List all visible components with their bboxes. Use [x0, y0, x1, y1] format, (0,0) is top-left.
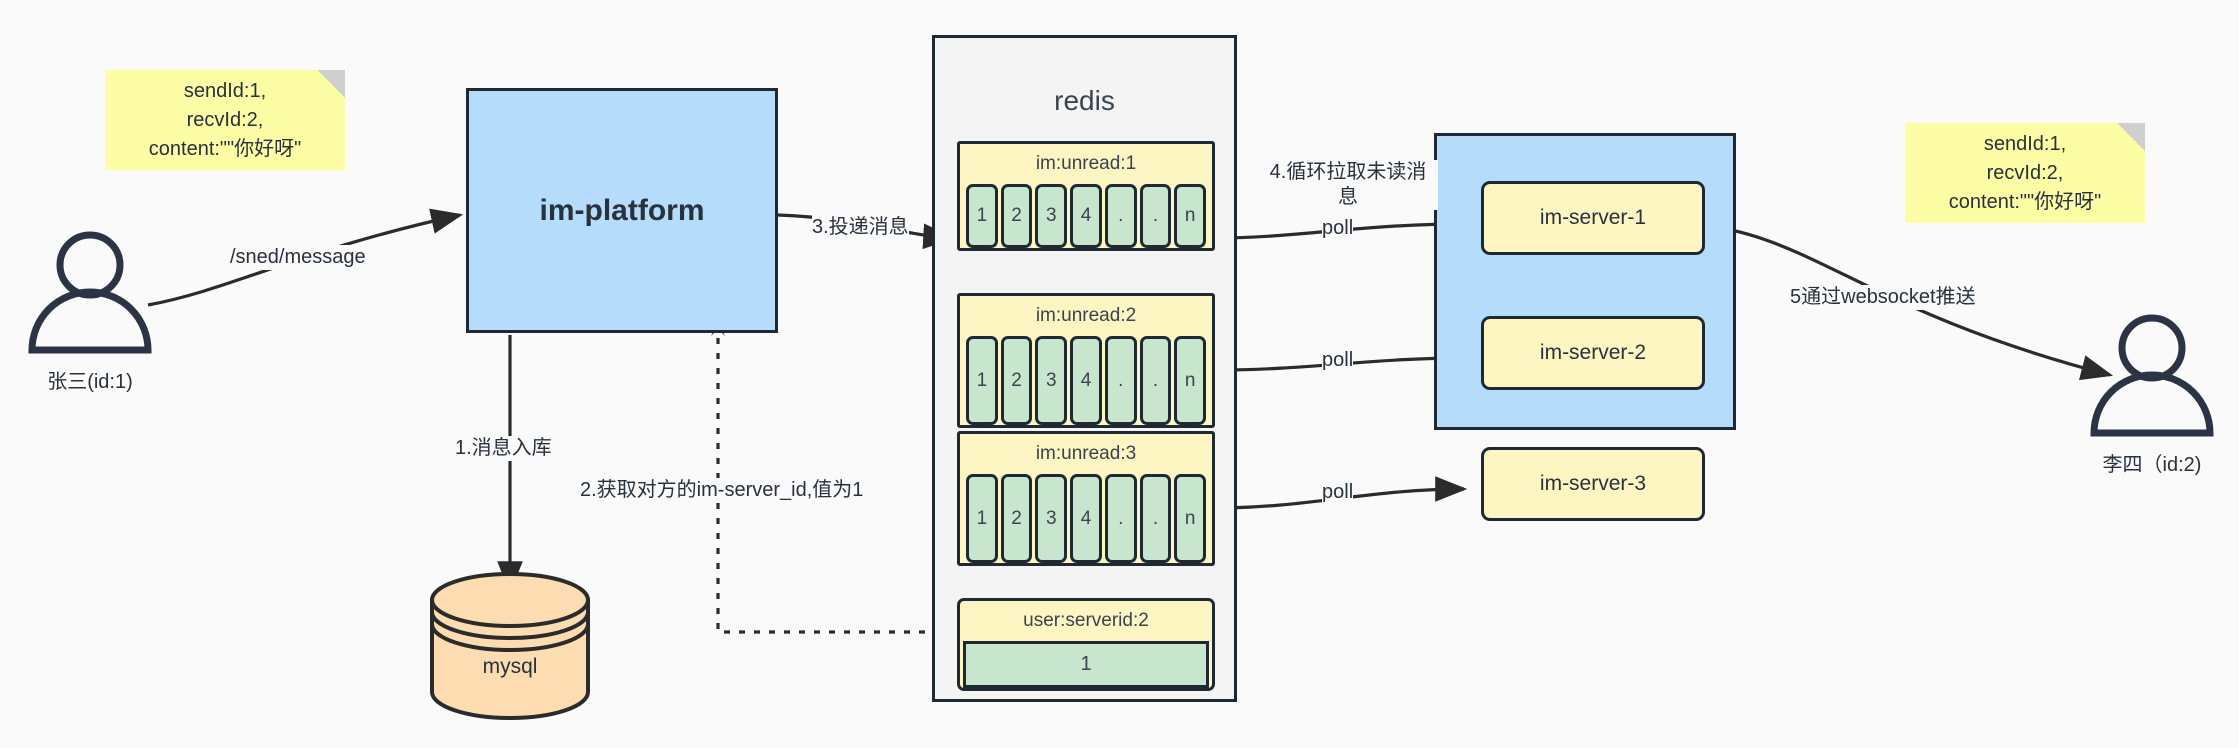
edge-label-send-message: /sned/message [230, 245, 366, 270]
im-server-3-label: im-server-3 [1539, 472, 1647, 495]
list-cell: 2 [1000, 474, 1033, 563]
actor-sender-label: 张三(id:1) [47, 371, 133, 393]
note-fold-icon [317, 70, 345, 98]
redis-key-name-1: im:unread:1 [1035, 153, 1137, 174]
edge-label-poll-1: poll [1322, 216, 1354, 241]
redis-key-group-3[interactable]: im:unread:3 1 2 3 4 . . n [957, 431, 1215, 566]
redis-container: redis im:unread:1 1 2 3 4 . . n im:unrea… [932, 35, 1237, 702]
list-cell: 2 [1000, 184, 1033, 248]
im-server-2-box[interactable]: im-server-2 [1481, 316, 1705, 390]
note-right-text: sendId:1, recvId:2, content:""你好呀" [1948, 132, 2102, 213]
list-cell: . [1139, 184, 1172, 248]
list-cell: n [1174, 474, 1207, 563]
redis-key-name-2: im:unread:2 [1035, 305, 1137, 326]
im-server-3-box[interactable]: im-server-3 [1481, 447, 1705, 521]
redis-key-group-1[interactable]: im:unread:1 1 2 3 4 . . n [957, 141, 1215, 251]
im-server-2-label: im-server-2 [1539, 341, 1647, 364]
im-server-cluster: im-server-1 im-server-2 im-server-3 [1434, 133, 1736, 521]
mysql-cylinder [430, 572, 590, 720]
list-cell: 4 [1070, 336, 1102, 425]
edge-label-get-serverid: 2.获取对方的im-server_id,值为1 [580, 478, 864, 503]
list-cell: n [1174, 336, 1207, 425]
im-platform-label: im-platform [539, 193, 705, 227]
redis-kv-block[interactable]: user:serverid:2 1 [957, 598, 1215, 691]
list-cell: . [1104, 184, 1137, 248]
redis-kv-name: user:serverid:2 [1023, 610, 1149, 631]
redis-list-3: 1 2 3 4 . . n [963, 474, 1209, 563]
actor-receiver-icon [2090, 314, 2214, 437]
note-left-text: sendId:1, recvId:2, content:""你好呀" [148, 79, 302, 160]
list-cell: n [1174, 184, 1207, 248]
actor-receiver-label: 李四（id:2) [2102, 454, 2202, 476]
im-server-1-label: im-server-1 [1539, 206, 1647, 229]
list-cell: 1 [966, 336, 998, 425]
actor-sender-icon [28, 231, 152, 354]
im-server-1-box[interactable]: im-server-1 [1481, 181, 1705, 255]
im-platform-box[interactable]: im-platform [466, 88, 778, 333]
arrow-get-serverid [716, 320, 955, 634]
note-left: sendId:1, recvId:2, content:""你好呀" [105, 70, 345, 170]
list-cell: . [1139, 336, 1172, 425]
redis-kv-value: 1 [963, 641, 1209, 688]
list-cell: 3 [1035, 336, 1068, 425]
redis-title: redis [1054, 85, 1115, 116]
edge-label-store-message: 1.消息入库 [455, 436, 552, 461]
redis-list-1: 1 2 3 4 . . n [963, 184, 1209, 248]
redis-key-group-2[interactable]: im:unread:2 1 2 3 4 . . n [957, 293, 1215, 428]
redis-key-name-3: im:unread:3 [1035, 443, 1137, 464]
list-cell: 3 [1035, 474, 1068, 563]
note-right: sendId:1, recvId:2, content:""你好呀" [1905, 123, 2145, 223]
list-cell: 1 [966, 184, 998, 248]
edge-label-poll-3: poll [1322, 480, 1354, 505]
list-cell: 2 [1000, 336, 1033, 425]
list-cell: . [1104, 336, 1137, 425]
edge-label-poll-2: poll [1322, 348, 1354, 373]
list-cell: . [1104, 474, 1137, 563]
note-fold-icon [2117, 123, 2145, 151]
redis-list-2: 1 2 3 4 . . n [963, 336, 1209, 425]
list-cell: 4 [1070, 474, 1102, 563]
list-cell: 3 [1035, 184, 1068, 248]
mysql-label: mysql [482, 655, 538, 678]
edge-label-deliver-message: 3.投递消息 [812, 215, 909, 240]
edge-label-poll-unread: 4.循环拉取未读消 息 [1258, 160, 1438, 210]
list-cell: 4 [1070, 184, 1102, 248]
edge-label-websocket-push: 5通过websocket推送 [1790, 285, 1976, 310]
list-cell: . [1139, 474, 1172, 563]
list-cell: 1 [966, 474, 998, 563]
